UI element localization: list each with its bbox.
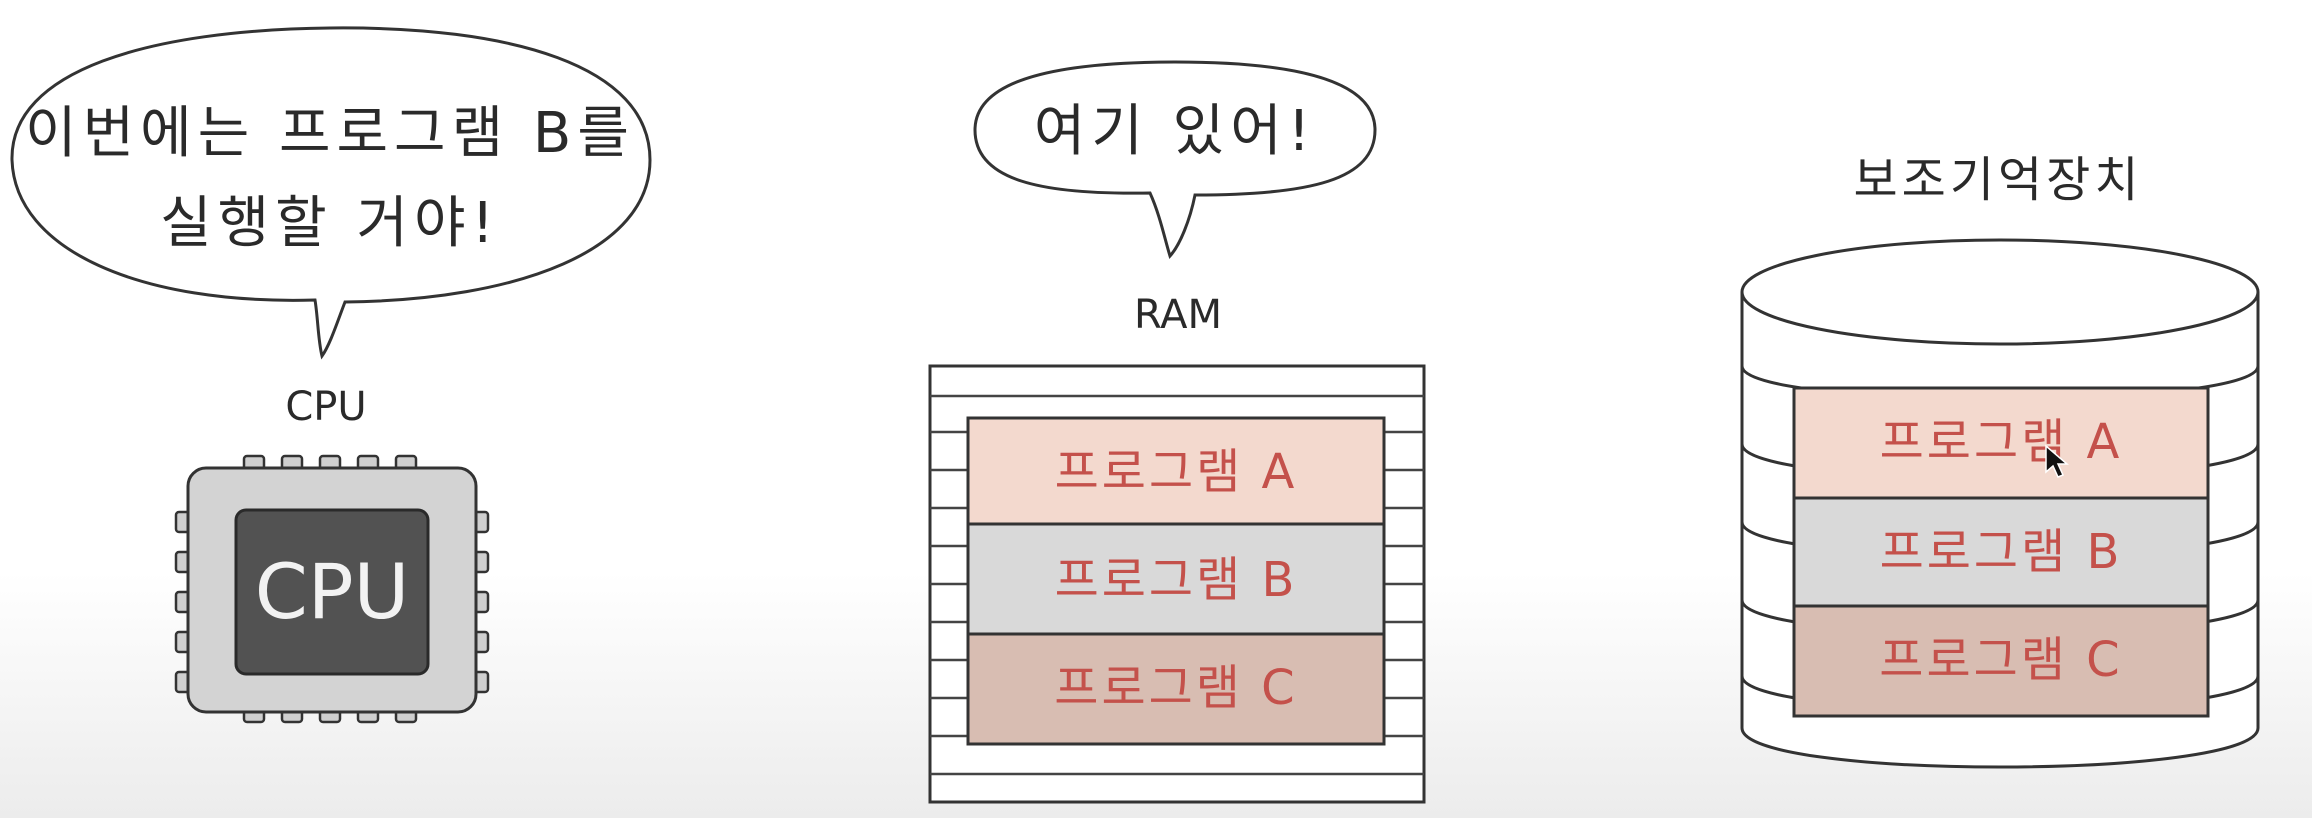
storage-program-b-label: 프로그램 B [1880,524,2123,580]
ram-bubble-text: 여기 있어! [1034,99,1316,164]
ram-program-c-label: 프로그램 C [1054,660,1297,716]
storage-program-a-label: 프로그램 A [1880,414,2123,470]
storage-program-c-label: 프로그램 C [1879,632,2122,688]
storage-cylinder-icon: 프로그램 A 프로그램 B 프로그램 C [1740,238,2260,769]
cpu-bubble-line1: 이번에는 프로그램 B를 [25,101,635,166]
cpu-caption: CPU [285,384,366,430]
ram-caption: RAM [1134,292,1222,338]
ram-program-a-label: 프로그램 A [1055,444,1298,500]
ram-program-b: 프로그램 B [966,522,1386,636]
ram-speech-bubble: 여기 있어! [973,60,1377,259]
cpu-speech-bubble: 이번에는 프로그램 B를 실행할 거야! [10,26,652,360]
mouse-cursor-icon [2045,444,2070,478]
cpu-bubble-line2: 실행할 거야! [160,191,500,256]
ram-program-a: 프로그램 A [966,416,1386,526]
cpu-chip-label: CPU [255,547,410,636]
ram-program-c: 프로그램 C [966,632,1386,746]
storage-program-b: 프로그램 B [1792,496,2210,608]
ram-module: 프로그램 A 프로그램 B 프로그램 C [928,364,1426,804]
storage-title: 보조기억장치 [1854,152,2143,208]
cpu-chip-icon: CPU [174,454,490,724]
ram-program-b-label: 프로그램 B [1055,552,1298,608]
storage-program-c: 프로그램 C [1792,604,2210,718]
storage-program-a: 프로그램 A [1792,386,2210,500]
